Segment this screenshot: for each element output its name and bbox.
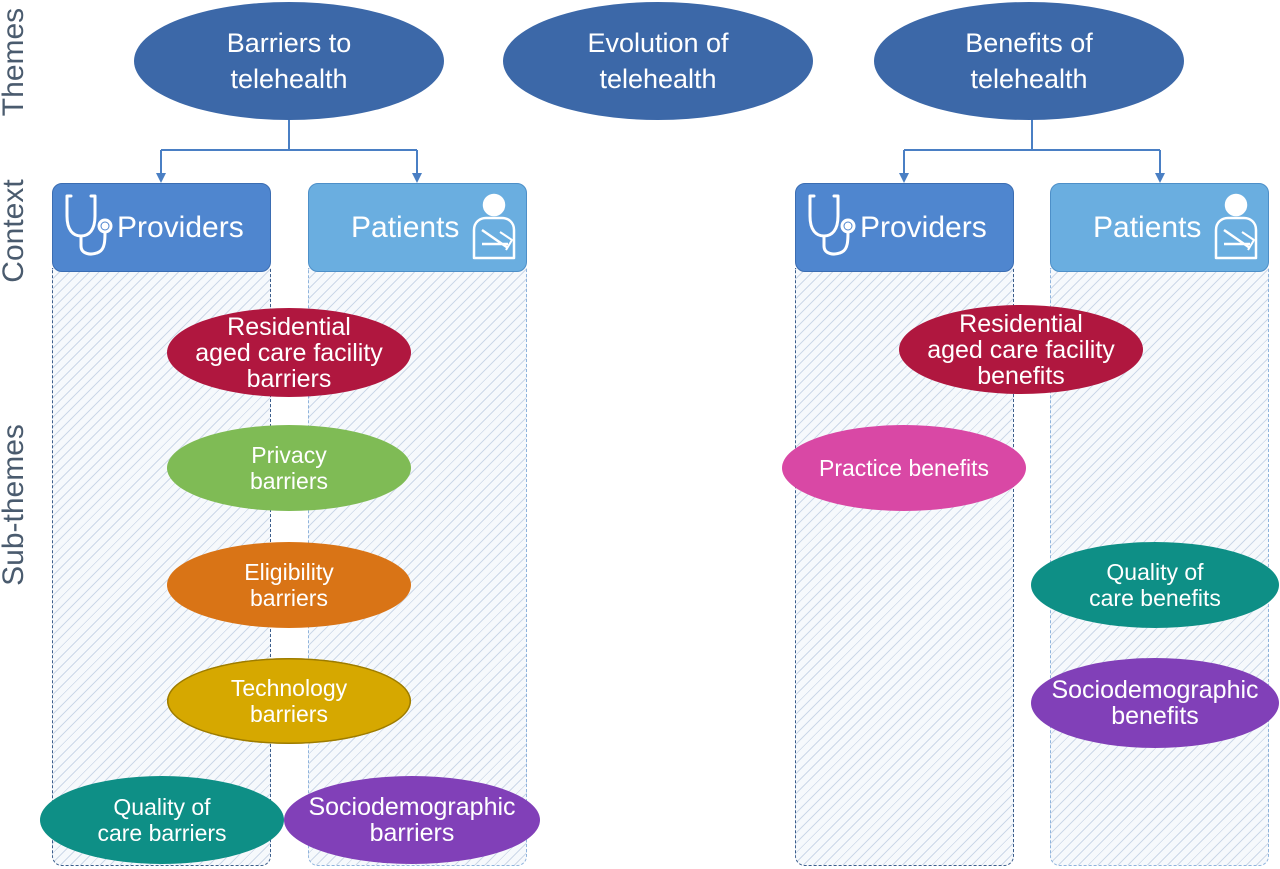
context-barriers-providers-label: Providers — [117, 210, 244, 244]
subtheme-quality-benefits: Quality of care benefits — [1031, 542, 1279, 628]
context-benefits-patients-label: Patients — [1093, 210, 1202, 244]
subtheme-privacy-barriers-label: Privacy barriers — [250, 442, 328, 494]
context-barriers-patients-label: Patients — [351, 210, 460, 244]
subtheme-sociodemographic-benefits-label: Sociodemographic benefits — [1051, 676, 1259, 730]
subtheme-quality-barriers: Quality of care barriers — [40, 776, 284, 864]
context-barriers-patients: Patients — [308, 183, 527, 272]
barriers-connector — [156, 118, 422, 183]
subtheme-technology-barriers-label: Technology barriers — [230, 675, 348, 727]
subtheme-practice-benefits-label: Practice benefits — [818, 455, 990, 481]
subtheme-rac-barriers: Residential aged care facility barriers — [167, 308, 411, 397]
context-barriers-providers: Providers — [52, 183, 271, 272]
subtheme-technology-barriers: Technology barriers — [167, 658, 411, 744]
stethoscope-icon — [808, 194, 856, 256]
theme-benefits-label: Benefits of telehealth — [965, 28, 1093, 94]
subtheme-quality-benefits-label: Quality of care benefits — [1089, 559, 1221, 611]
theme-benefits: Benefits of telehealth — [874, 2, 1184, 120]
subtheme-rac-barriers-label: Residential aged care facility barriers — [195, 312, 383, 393]
context-benefits-patients: Patients — [1050, 183, 1269, 272]
subtheme-rac-benefits-label: Residential aged care facility benefits — [927, 309, 1115, 390]
subtheme-privacy-barriers: Privacy barriers — [167, 425, 411, 511]
stethoscope-icon — [65, 194, 113, 256]
subtheme-practice-benefits: Practice benefits — [782, 425, 1026, 511]
subtheme-quality-barriers-label: Quality of care barriers — [97, 794, 227, 846]
benefits-connector — [899, 118, 1165, 183]
context-benefits-providers-label: Providers — [860, 210, 987, 244]
subtheme-eligibility-barriers-label: Eligibility barriers — [244, 559, 334, 611]
theme-evolution: Evolution of telehealth — [503, 2, 813, 120]
subtheme-rac-benefits: Residential aged care facility benefits — [899, 305, 1143, 394]
theme-barriers-label: Barriers to telehealth — [226, 28, 352, 94]
patient-arm-sling-icon — [1214, 193, 1258, 260]
subtheme-sociodemographic-benefits: Sociodemographic benefits — [1031, 658, 1279, 748]
context-benefits-providers: Providers — [795, 183, 1014, 272]
patient-arm-sling-icon — [472, 193, 516, 260]
subtheme-sociodemographic-barriers-label: Sociodemographic barriers — [308, 793, 516, 847]
subtheme-eligibility-barriers: Eligibility barriers — [167, 542, 411, 628]
theme-barriers: Barriers to telehealth — [134, 2, 444, 120]
theme-evolution-label: Evolution of telehealth — [587, 28, 729, 94]
subtheme-sociodemographic-barriers: Sociodemographic barriers — [284, 776, 540, 864]
